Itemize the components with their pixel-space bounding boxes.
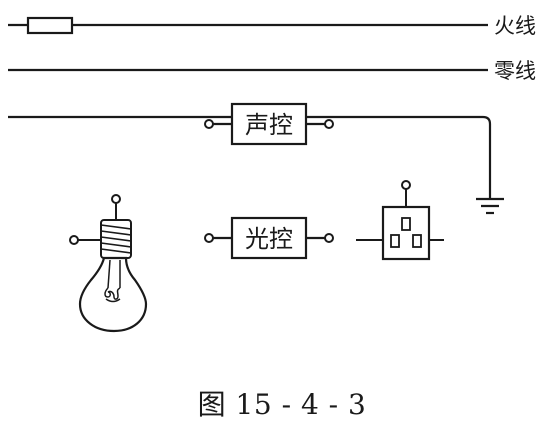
wall-socket (356, 180, 444, 261)
sound-switch: 声控 (204, 102, 334, 146)
live-wire-label: 火线 (494, 14, 536, 38)
sound-switch-terminal-left (204, 119, 214, 129)
bulb-filament (104, 259, 121, 303)
socket-slot-right (412, 234, 422, 248)
ground-symbol (476, 197, 504, 215)
sound-switch-box (230, 102, 308, 146)
light-switch-box (230, 216, 308, 260)
sound-switch-terminal-right (324, 119, 334, 129)
fuse (26, 16, 74, 35)
socket-slot-top (401, 217, 411, 231)
neutral-wire-label: 零线 (494, 59, 536, 83)
socket-body (381, 205, 431, 261)
light-switch-label: 光控 (245, 225, 293, 253)
sound-switch-label: 声控 (245, 111, 293, 139)
light-switch: 光控 (204, 216, 334, 260)
light-bulb (69, 194, 148, 333)
bulb-terminal-side (69, 235, 79, 245)
socket-slot-left (390, 234, 400, 248)
socket-terminal-top (401, 180, 411, 190)
bulb-terminal-top (111, 194, 121, 204)
light-switch-terminal-left (204, 233, 214, 243)
figure-caption: 图 15 - 4 - 3 (198, 388, 367, 421)
light-switch-terminal-right (324, 233, 334, 243)
